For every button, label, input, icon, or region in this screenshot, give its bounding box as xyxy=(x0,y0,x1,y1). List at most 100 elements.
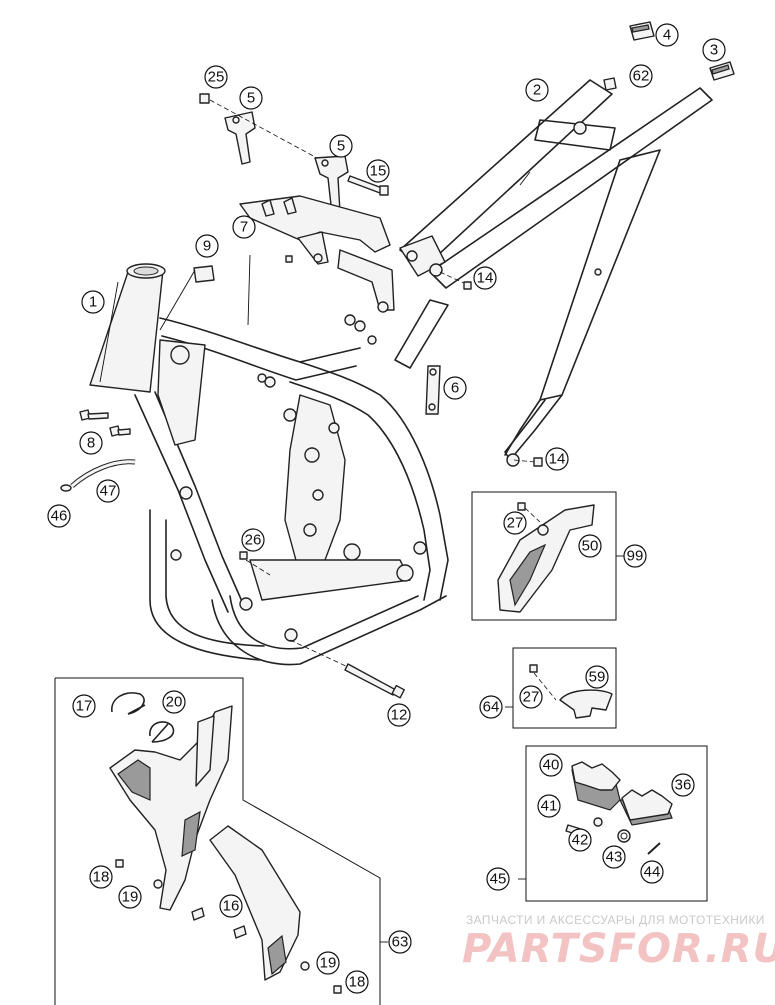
callout-4[interactable]: 4 xyxy=(655,23,679,47)
svg-text:64: 64 xyxy=(483,699,500,716)
callout-18-right[interactable]: 18 xyxy=(345,970,369,994)
callout-47[interactable]: 47 xyxy=(96,479,120,503)
svg-text:4: 4 xyxy=(663,27,671,44)
breather-hose-47 xyxy=(60,459,136,492)
svg-text:45: 45 xyxy=(490,871,507,888)
kit-63-box xyxy=(54,677,388,1005)
callout-42[interactable]: 42 xyxy=(568,828,592,852)
bolts-8 xyxy=(79,409,131,437)
plug-9 xyxy=(159,265,215,331)
svg-text:3: 3 xyxy=(710,42,718,59)
callout-99[interactable]: 99 xyxy=(623,544,647,568)
svg-text:1: 1 xyxy=(89,294,97,311)
callout-45[interactable]: 45 xyxy=(486,867,510,891)
callout-6[interactable]: 6 xyxy=(443,376,467,400)
callout-14-lower[interactable]: 14 xyxy=(545,447,569,471)
bolt-14-lower xyxy=(513,457,543,467)
callout-46[interactable]: 46 xyxy=(47,504,71,528)
callout-44[interactable]: 44 xyxy=(640,860,664,884)
callout-64[interactable]: 64 xyxy=(479,695,503,719)
svg-text:43: 43 xyxy=(606,849,623,866)
svg-text:19: 19 xyxy=(320,955,337,972)
svg-text:47: 47 xyxy=(100,483,117,500)
callout-3[interactable]: 3 xyxy=(702,38,726,62)
callouts: 1 2 3 4 5 5 6 7 8 9 12 14 14 15 16 17 18… xyxy=(47,23,726,994)
svg-text:18: 18 xyxy=(93,869,110,886)
svg-text:36: 36 xyxy=(675,777,692,794)
svg-text:41: 41 xyxy=(541,798,558,815)
svg-text:8: 8 xyxy=(87,435,95,452)
svg-text:20: 20 xyxy=(166,694,183,711)
svg-text:50: 50 xyxy=(582,538,599,555)
callout-59[interactable]: 59 xyxy=(585,665,609,689)
callout-5-right[interactable]: 5 xyxy=(329,134,353,158)
callout-5-left[interactable]: 5 xyxy=(239,86,263,110)
callout-41[interactable]: 41 xyxy=(537,794,561,818)
svg-text:7: 7 xyxy=(240,219,248,236)
svg-text:27: 27 xyxy=(507,515,524,532)
svg-text:99: 99 xyxy=(627,548,644,565)
callout-16[interactable]: 16 xyxy=(219,894,243,918)
callout-18-left[interactable]: 18 xyxy=(89,865,113,889)
callout-50[interactable]: 50 xyxy=(578,534,602,558)
callout-27-upper[interactable]: 27 xyxy=(503,511,527,535)
bolt-14-upper xyxy=(439,271,472,290)
callout-62[interactable]: 62 xyxy=(629,64,653,88)
svg-text:62: 62 xyxy=(633,68,650,85)
svg-text:42: 42 xyxy=(572,832,589,849)
callout-19-right[interactable]: 19 xyxy=(316,951,340,975)
callout-7[interactable]: 7 xyxy=(232,215,256,239)
svg-text:19: 19 xyxy=(122,889,139,906)
watermark-brand: PARTSFOR.RU xyxy=(462,926,775,972)
plug-3 xyxy=(709,61,735,81)
svg-text:14: 14 xyxy=(549,451,566,468)
svg-text:15: 15 xyxy=(370,163,387,180)
svg-text:6: 6 xyxy=(451,380,459,397)
callout-2[interactable]: 2 xyxy=(525,78,549,102)
callout-19-left[interactable]: 19 xyxy=(118,885,142,909)
tab-6 xyxy=(425,365,441,415)
kit-99-box xyxy=(471,491,624,621)
steering-head xyxy=(89,263,166,393)
callout-20[interactable]: 20 xyxy=(162,690,186,714)
subframe xyxy=(394,77,713,467)
kit-64-box xyxy=(505,647,617,729)
bracket-5-left xyxy=(199,93,331,166)
svg-text:9: 9 xyxy=(203,238,211,255)
svg-text:2: 2 xyxy=(533,82,541,99)
svg-text:63: 63 xyxy=(392,934,409,951)
callout-9[interactable]: 9 xyxy=(195,234,219,258)
svg-text:44: 44 xyxy=(644,864,661,881)
frame-tubes xyxy=(134,254,449,666)
svg-text:12: 12 xyxy=(391,707,408,724)
skid-bracket-7 xyxy=(239,195,395,313)
main-frame xyxy=(89,254,449,666)
callout-25[interactable]: 25 xyxy=(204,65,228,89)
through-bolt-12 xyxy=(289,639,405,699)
callout-14-upper[interactable]: 14 xyxy=(473,266,497,290)
svg-text:27: 27 xyxy=(523,689,540,706)
plug-4 xyxy=(629,21,655,41)
svg-text:16: 16 xyxy=(223,898,240,915)
callout-8[interactable]: 8 xyxy=(79,431,103,455)
callout-26[interactable]: 26 xyxy=(241,528,265,552)
svg-text:25: 25 xyxy=(208,69,225,86)
svg-text:26: 26 xyxy=(245,532,262,549)
callout-27-lower[interactable]: 27 xyxy=(519,685,543,709)
svg-text:59: 59 xyxy=(589,669,606,686)
svg-text:5: 5 xyxy=(337,138,345,155)
kit-45-box xyxy=(518,745,708,902)
callout-63[interactable]: 63 xyxy=(388,930,412,954)
callout-12[interactable]: 12 xyxy=(387,703,411,727)
watermark: ЗАПЧАСТИ И АКСЕССУАРЫ ДЛЯ МОТОТЕХНИКИ PA… xyxy=(462,913,775,972)
callout-17[interactable]: 17 xyxy=(72,694,96,718)
callout-40[interactable]: 40 xyxy=(539,753,563,777)
callout-43[interactable]: 43 xyxy=(602,845,626,869)
callout-36[interactable]: 36 xyxy=(671,773,695,797)
svg-text:17: 17 xyxy=(76,698,93,715)
bolt-26 xyxy=(239,551,271,576)
watermark-subtitle: ЗАПЧАСТИ И АКСЕССУАРЫ ДЛЯ МОТОТЕХНИКИ xyxy=(466,913,765,927)
svg-text:5: 5 xyxy=(247,90,255,107)
callout-1[interactable]: 1 xyxy=(81,290,105,314)
callout-15[interactable]: 15 xyxy=(366,159,390,183)
